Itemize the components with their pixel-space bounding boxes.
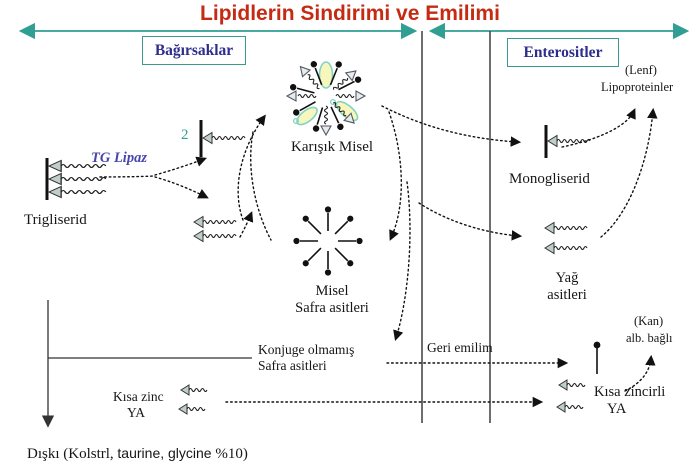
bile-micelle-label-line2: Safra asitleri (295, 300, 369, 317)
arrow-micelle-to-star-right (388, 111, 402, 241)
fatty-acids-label-line2: asitleri (547, 287, 587, 304)
intestinal-wall-lines (421, 31, 491, 423)
unconjugated-bile-label: Konjuge olmamış Safra asitleri (258, 342, 354, 374)
blood-label: (Kan) (634, 314, 664, 328)
albumin-bound-label: alb. bağlı (626, 331, 673, 345)
fatty-acids-label: Yağ asitleri (536, 270, 598, 305)
arrow-short-fa-to-blood (624, 354, 656, 392)
mixed-micelle-label: Karışık Misel (291, 139, 374, 155)
triglyceride-symbol (45, 158, 106, 200)
fatty-acids-label-line1: Yağ (555, 270, 579, 286)
arrow-micelle-to-monogliserid (381, 105, 522, 147)
flow-arrows (99, 105, 658, 408)
arrow-to-konjuge (393, 181, 411, 342)
feces-label-serif2: %10) (215, 446, 248, 462)
mono-position-number: 2 (181, 127, 189, 143)
monoglyceride-symbol-right (544, 125, 590, 158)
monoglyceride-label: Monogliserid (509, 171, 590, 187)
fatty-acids-symbol-right (545, 223, 587, 254)
region-label-intestine: Bağırsaklar (154, 41, 234, 59)
region-box-intestine: Bağırsaklar (142, 36, 246, 65)
bile-acid-micelle-diagram (293, 206, 363, 276)
unconjugated-bile-label-line1: Konjuge olmamış (258, 342, 355, 357)
lipoproteins-label: Lipoproteinler (601, 80, 674, 94)
monoglyceride-2-symbol (199, 120, 245, 157)
arrow-fa-to-lipoprotein (600, 107, 658, 238)
region-box-enterocyte: Enterositler (507, 38, 619, 67)
short-chain-fa-symbol-left (179, 385, 207, 414)
short-chain-fa-left-line2: YA (127, 405, 146, 421)
mixed-micelle-diagram (285, 61, 367, 137)
short-chain-fa-symbol-right (557, 380, 585, 412)
arrow-tg-lipase-stem (99, 175, 156, 178)
bile-micelle-label-line1: Misel (315, 283, 349, 299)
short-chain-fa-left-line1: Kısa zinc (113, 389, 164, 404)
bile-acid-symbol-enterocyte (593, 341, 601, 374)
reabsorption-label: Geri emilim (427, 340, 493, 355)
triglyceride-label: Trigliserid (24, 212, 87, 228)
short-chain-fa-right-line1: Kısa zincirli (594, 384, 666, 400)
arrow-ffa-to-micelle (239, 211, 254, 238)
bile-micelle-label: Misel Safra asitleri (286, 283, 378, 318)
feces-line (41, 300, 252, 428)
feces-label-serif1: Dışkı (Kolstrl, (27, 446, 114, 462)
arrow-pool-to-micelle (237, 114, 266, 221)
arrow-tg-to-fatty-acids (154, 176, 209, 199)
arrow-micelle-to-star-left (250, 131, 272, 241)
arrow-tg-to-monoglyceride (154, 156, 207, 176)
short-chain-fa-label-left: Kısa zinc YA (113, 389, 164, 421)
lymph-label: (Lenf) (625, 63, 657, 77)
tg-lipase-label: TG Lipaz (91, 150, 147, 166)
short-chain-fa-label-right: Kısa zincirli YA (594, 384, 665, 419)
feces-label-sans: taurine, glycine (117, 445, 212, 461)
arrow-mono-to-lipoprotein (561, 108, 636, 148)
arrow-to-yag-asitleri (418, 202, 523, 241)
page-title: Lipidlerin Sindirimi ve Emilimi (200, 2, 500, 25)
free-fatty-acids-symbol (194, 217, 236, 242)
region-label-enterocyte: Enterositler (523, 43, 603, 61)
unconjugated-bile-label-line2: Safra asitleri (258, 358, 327, 374)
short-chain-fa-right-line2: YA (607, 401, 627, 418)
feces-label: Dışkı (Kolstrl, taurine, glycine %10) (27, 445, 248, 463)
